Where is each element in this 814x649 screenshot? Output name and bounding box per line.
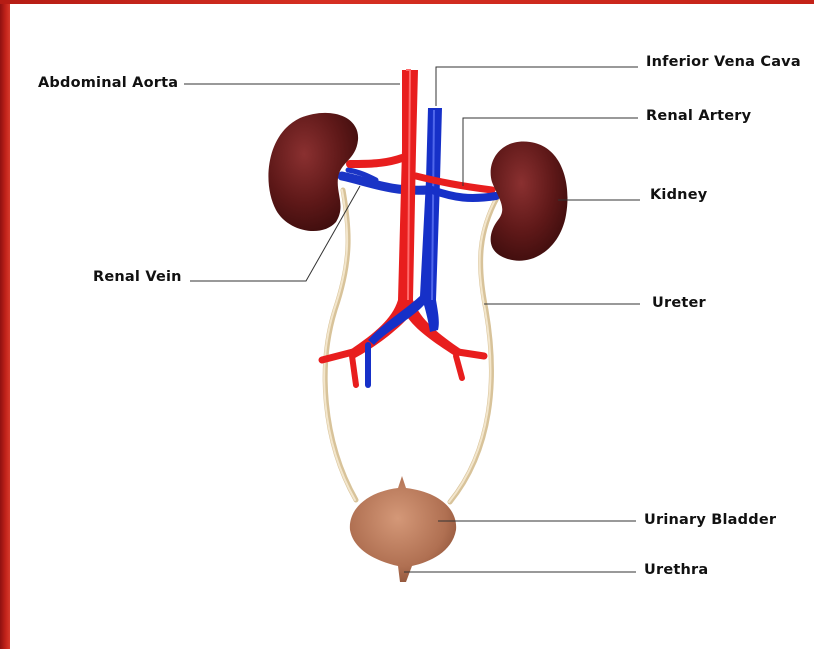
label-renal-vein: Renal Vein [93,269,182,285]
left-ureter [325,190,356,500]
label-kidney: Kidney [650,187,707,203]
left-renal-artery [350,158,402,164]
urinary-bladder [350,476,456,582]
right-kidney [491,142,568,261]
label-abdominal-aorta: Abdominal Aorta [38,75,178,91]
label-inferior-vena-cava: Inferior Vena Cava [646,54,801,70]
label-urinary-bladder: Urinary Bladder [644,512,776,528]
label-urethra: Urethra [644,562,708,578]
leader-inferior-vena-cava [436,67,638,106]
label-ureter: Ureter [652,295,706,311]
label-renal-artery: Renal Artery [646,108,751,124]
